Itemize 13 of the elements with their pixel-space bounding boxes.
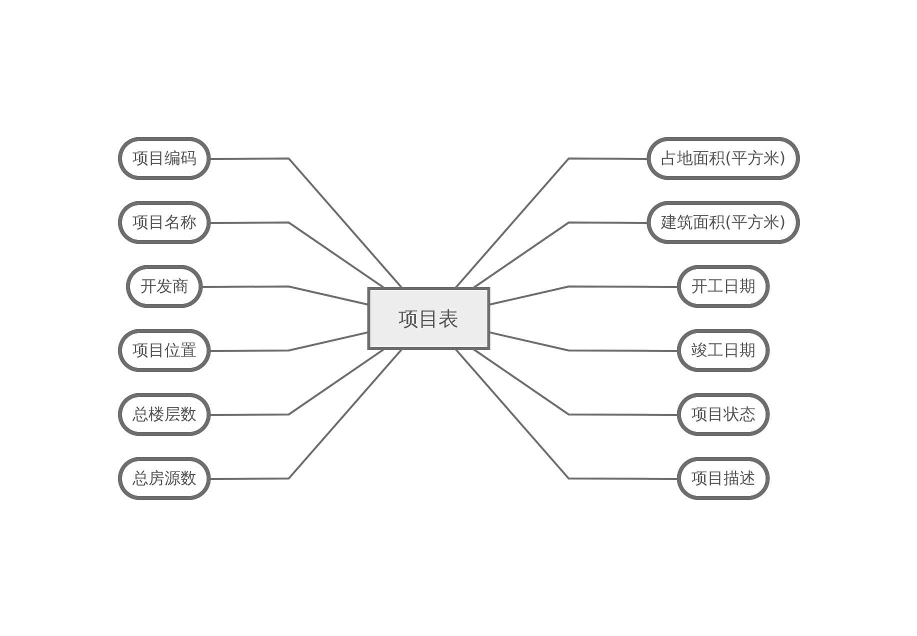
connector <box>208 157 403 289</box>
connector <box>454 347 679 480</box>
connector <box>471 221 649 289</box>
connector <box>454 157 649 289</box>
connector <box>200 285 368 306</box>
connector <box>208 221 386 289</box>
connector <box>208 330 368 352</box>
connector <box>208 347 386 416</box>
connector <box>208 347 403 480</box>
node-box: 项目表 <box>366 286 490 350</box>
connector <box>488 330 679 352</box>
connector <box>471 347 679 416</box>
connector <box>488 285 679 306</box>
